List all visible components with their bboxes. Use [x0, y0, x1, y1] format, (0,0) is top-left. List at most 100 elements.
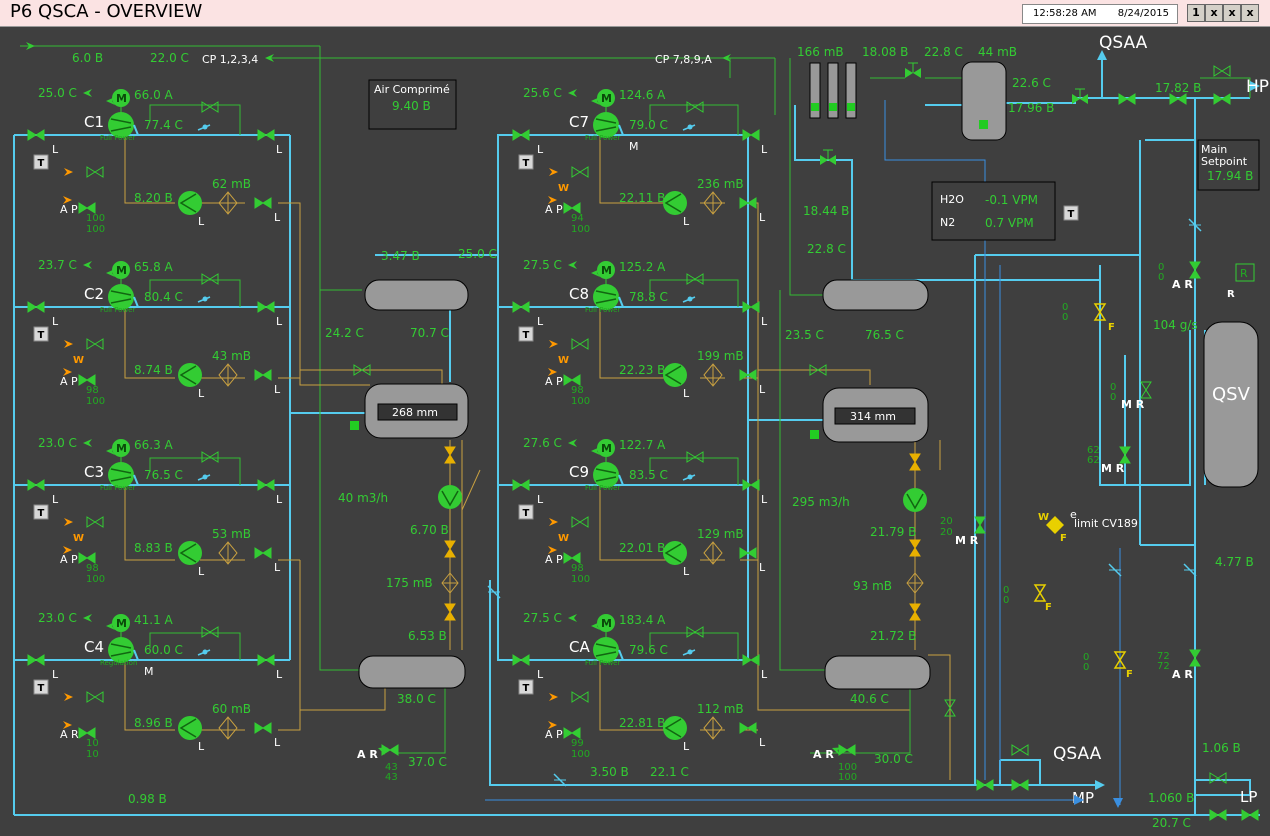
close-button-1[interactable]: x: [1205, 4, 1223, 22]
lp-flow: 40 m3/h: [338, 491, 388, 505]
close-button-2[interactable]: x: [1223, 4, 1241, 22]
qsaa-top-label: QSAA: [1099, 33, 1148, 53]
comp-amps: 183.4 A: [619, 613, 666, 627]
ap-valve-icon: [563, 552, 581, 564]
comp-name: C9: [569, 463, 589, 481]
outlet-valve-icon: [257, 654, 275, 666]
pump-valve-icon: [254, 369, 272, 381]
valve-label: L: [537, 493, 544, 506]
pump-label: L: [198, 215, 205, 228]
temp-arrow-icon: [568, 439, 577, 447]
bleed-valve-icon: [571, 516, 589, 528]
inlet-valve-icon: [27, 301, 45, 313]
valve-label: L: [52, 143, 59, 156]
orange-arrow-icon: [549, 340, 558, 348]
comp-filter: 60 mB: [212, 702, 251, 716]
valve-label: L: [276, 668, 283, 681]
limit-f: F: [1060, 533, 1067, 544]
filter-icon: [218, 541, 238, 565]
lp-bottom-temp2: 37.0 C: [408, 755, 447, 769]
inlet-valve-icon: [27, 654, 45, 666]
comp-name: C2: [84, 285, 104, 303]
valve-label: L: [761, 668, 768, 681]
setpoint-value: 17.94 B: [1207, 169, 1253, 183]
orange-arrow-icon: [64, 518, 73, 526]
pump-label: L: [198, 387, 205, 400]
bypass-valve-icon: [201, 626, 219, 638]
orange-arrow-icon: [549, 518, 558, 526]
comp-pct1: 98: [86, 385, 99, 396]
comp-press: 8.74 B: [134, 363, 173, 377]
f3-v2: 0: [1083, 662, 1089, 673]
comp-filter: 53 mB: [212, 527, 251, 541]
ap-label: A P: [60, 203, 78, 216]
comp-filter: 62 mB: [212, 177, 251, 191]
valve-label: L: [276, 493, 283, 506]
mr1-label: M R: [1121, 398, 1145, 411]
comp-name: C3: [84, 463, 104, 481]
limit-w: W: [1038, 512, 1049, 523]
ar-top-v1: 0: [1158, 262, 1164, 273]
outlet-valve-icon: [742, 301, 760, 313]
temp-207: 20.7 C: [1152, 816, 1191, 830]
lp-filter: 175 mB: [386, 576, 433, 590]
r-button[interactable]: R: [1240, 267, 1248, 280]
window-title: P6 QSCA - OVERVIEW: [10, 1, 203, 22]
temp-arrow-icon: [568, 614, 577, 622]
temp-arrow-icon: [83, 89, 92, 97]
f2-label: F: [1045, 602, 1052, 613]
hp-flow: 295 m3/h: [792, 495, 850, 509]
page-number-button[interactable]: 1: [1187, 4, 1205, 22]
pump-label: L: [683, 215, 690, 228]
comp-pct2: 100: [571, 396, 590, 407]
bypass-valve-icon: [686, 626, 704, 638]
outlet-valve-icon: [742, 654, 760, 666]
bleed-valve-icon: [86, 516, 104, 528]
motor-icon: [597, 261, 615, 279]
orange-arrow-icon: [64, 693, 73, 701]
close-button-3[interactable]: x: [1241, 4, 1259, 22]
t-button-icon: [518, 154, 534, 170]
pump-icon: [177, 715, 203, 741]
temp-arrow-icon: [568, 261, 577, 269]
mr2-v2: 62: [1087, 455, 1100, 466]
comp-pct2: 100: [86, 574, 105, 585]
r-sub-label: R: [1227, 289, 1235, 300]
f3-label: F: [1126, 669, 1133, 680]
comp-filter: 199 mB: [697, 349, 744, 363]
ap-valve-icon: [78, 374, 96, 386]
ap-valve-icon: [78, 727, 96, 739]
comp-amps: 65.8 A: [134, 260, 174, 274]
comp-press: 22.81 B: [619, 716, 665, 730]
ap-valve-icon: [563, 727, 581, 739]
process-diagram: M T: [13, 33, 1269, 830]
motor-icon: [112, 89, 130, 107]
pump-label: L: [683, 740, 690, 753]
lp-ar-pct1: 43: [385, 762, 398, 773]
valve-label: L: [759, 383, 766, 396]
lp-ar-label: A R: [357, 748, 378, 761]
n2-label: N2: [940, 216, 955, 229]
clock-date: 8/24/2015: [1117, 8, 1169, 19]
valve-label: L: [761, 493, 768, 506]
temp-arrow-icon: [83, 439, 92, 447]
qsv-label: QSV: [1212, 384, 1251, 405]
n2-value: 0.7 VPM: [985, 216, 1034, 230]
comp-amps: 66.0 A: [134, 88, 174, 102]
comp-mode: Full Power: [585, 306, 620, 314]
bleed-valve-icon: [571, 338, 589, 350]
lp-pump-press: 6.70 B: [410, 523, 449, 537]
dryer-temp: 22.8 C: [924, 45, 963, 59]
w-label: W: [558, 183, 569, 194]
valve-label: L: [274, 383, 281, 396]
comp-mode: Full Power: [100, 306, 135, 314]
comp-discharge: 77.4 C: [144, 118, 183, 132]
comp-pct1: 10: [86, 738, 99, 749]
comp-press: 22.11 B: [619, 191, 665, 205]
